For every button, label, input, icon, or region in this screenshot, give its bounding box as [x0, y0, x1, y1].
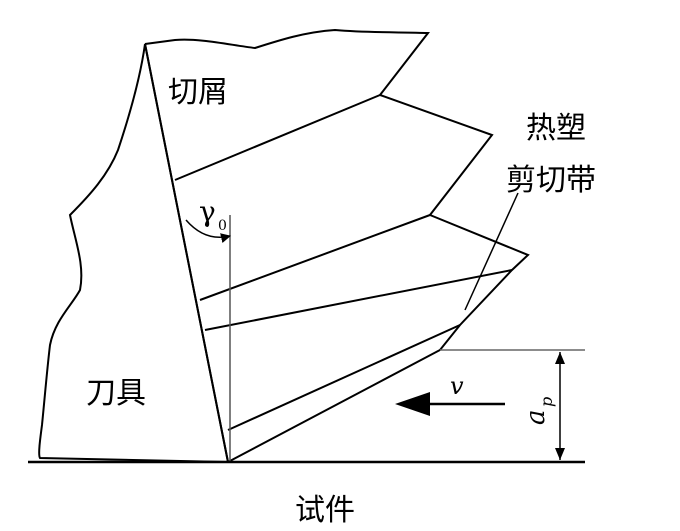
shear-zone-leader-line [464, 192, 519, 311]
workpiece-label: 试件 [295, 493, 355, 528]
rake-angle-subscript: 0 [218, 218, 227, 234]
rake-angle-arc [185, 219, 231, 243]
segment-line-2 [199, 214, 431, 301]
segment-line-1 [174, 94, 381, 181]
shear-zone-label-line1: 热塑 [526, 111, 586, 146]
depth-subscript: p [537, 396, 556, 407]
segment-line-3 [204, 269, 513, 331]
depth-label: a p [517, 383, 561, 431]
shear-zone-label-line2: 剪切带 [506, 163, 596, 198]
depth-arrow-bottom [555, 448, 565, 460]
velocity-arrow-head [395, 392, 430, 416]
chip-label: 切屑 [168, 75, 228, 110]
tool-outline [38, 43, 230, 464]
depth-arrow-top [555, 352, 565, 364]
tool-label: 刀具 [86, 376, 146, 411]
chip-outline [144, 28, 530, 463]
segment-line-4 [227, 324, 461, 431]
depth-symbol: a [521, 409, 551, 425]
velocity-label: v [450, 372, 464, 400]
rake-angle-symbol: γ [199, 195, 216, 228]
rake-face-line [144, 43, 229, 463]
